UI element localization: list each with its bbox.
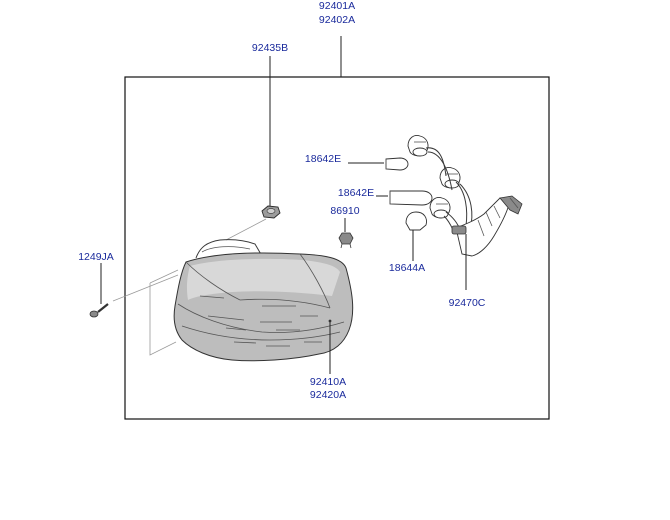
label-lens-b: 92420A [310, 389, 346, 401]
wiring-harness-drawing [425, 147, 523, 290]
label-bulb-upper: 18642E [305, 153, 341, 165]
label-left-screw: 1249JA [78, 251, 114, 263]
left-screw-drawing [89, 263, 109, 318]
label-top-screw: 92435B [252, 42, 288, 54]
label-bulb-lower: 18644A [389, 262, 425, 274]
label-lens-a: 92410A [310, 376, 346, 388]
label-assembly-a: 92401A [319, 0, 355, 12]
label-bulb-middle: 18642E [338, 187, 374, 199]
label-harness: 92470C [449, 297, 486, 309]
label-nut: 86910 [330, 205, 359, 217]
nut-drawing [338, 218, 354, 249]
assembly-frame [124, 76, 550, 420]
label-assembly-b: 92402A [319, 14, 355, 26]
lamp-lens-drawing [112, 218, 354, 374]
top-screw-drawing [261, 56, 281, 219]
